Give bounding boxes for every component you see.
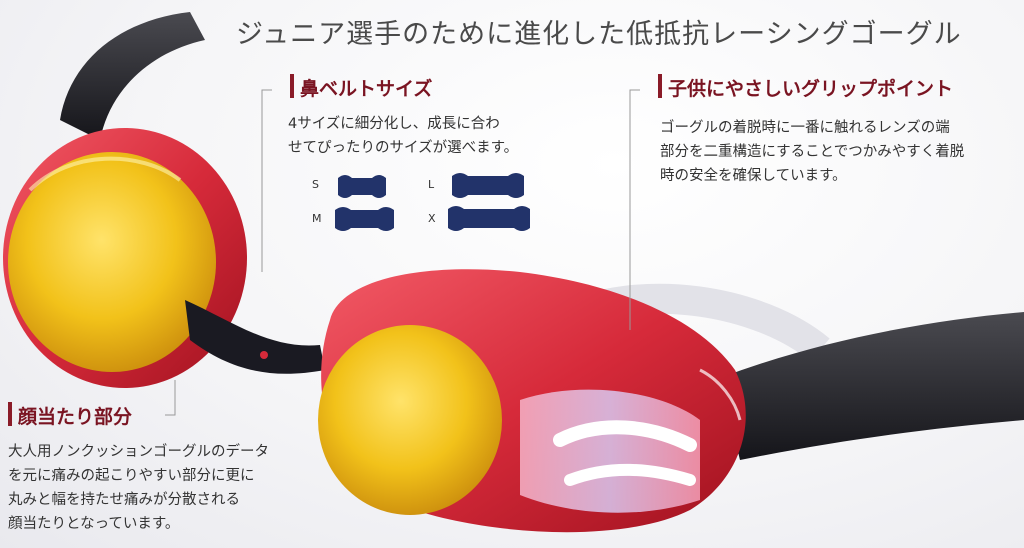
nose-bridge	[185, 300, 325, 374]
left-lens	[8, 152, 216, 372]
left-strap	[60, 12, 205, 140]
nose-belt-description: 4サイズに細分化し、成長に合わ せてぴったりのサイズが選べます。	[288, 116, 519, 156]
face-contact-marker	[8, 402, 12, 426]
face-contact-description: 大人用ノンクッションゴーグルのデータ を元に痛みの起こりやすい部分に更に 丸みと…	[8, 444, 269, 532]
lens-highlight	[28, 156, 182, 192]
nose-belt-leader-line	[261, 89, 272, 272]
nose-belt-m-icon	[335, 207, 394, 231]
face-contact-leader-line	[165, 380, 176, 416]
size-label-m: M	[312, 212, 322, 225]
size-label-l: L	[428, 178, 435, 191]
nose-belt-s-icon	[338, 175, 386, 198]
headline: ジュニア選手のために進化した低抵抗レーシングゴーグル	[236, 19, 962, 50]
grip-marker	[658, 74, 662, 98]
nose-belt-x-icon	[448, 206, 530, 231]
size-label-x: X	[428, 212, 436, 225]
nose-belt-l-icon	[452, 173, 524, 198]
grip-title: 子供にやさしいグリップポイント	[668, 78, 954, 100]
right-strap	[720, 312, 1024, 460]
bridge-dot	[260, 351, 268, 359]
logo-stripe	[553, 420, 697, 452]
face-contact-title: 顔当たり部分	[18, 406, 133, 428]
nose-belt-sizes	[335, 173, 530, 231]
nose-belt-title: 鼻ベルトサイズ	[300, 78, 433, 100]
grip-leader-line	[629, 89, 640, 330]
grip-description: ゴーグルの着脱時に一番に触れるレンズの端 部分を二重構造にすることでつかみやすく…	[660, 120, 965, 184]
lens-reflection	[520, 389, 700, 513]
nose-belt-marker	[290, 74, 294, 98]
grip-point	[699, 368, 742, 421]
size-label-s: S	[312, 178, 319, 191]
right-lens	[318, 325, 502, 515]
logo-stripe	[564, 463, 696, 486]
